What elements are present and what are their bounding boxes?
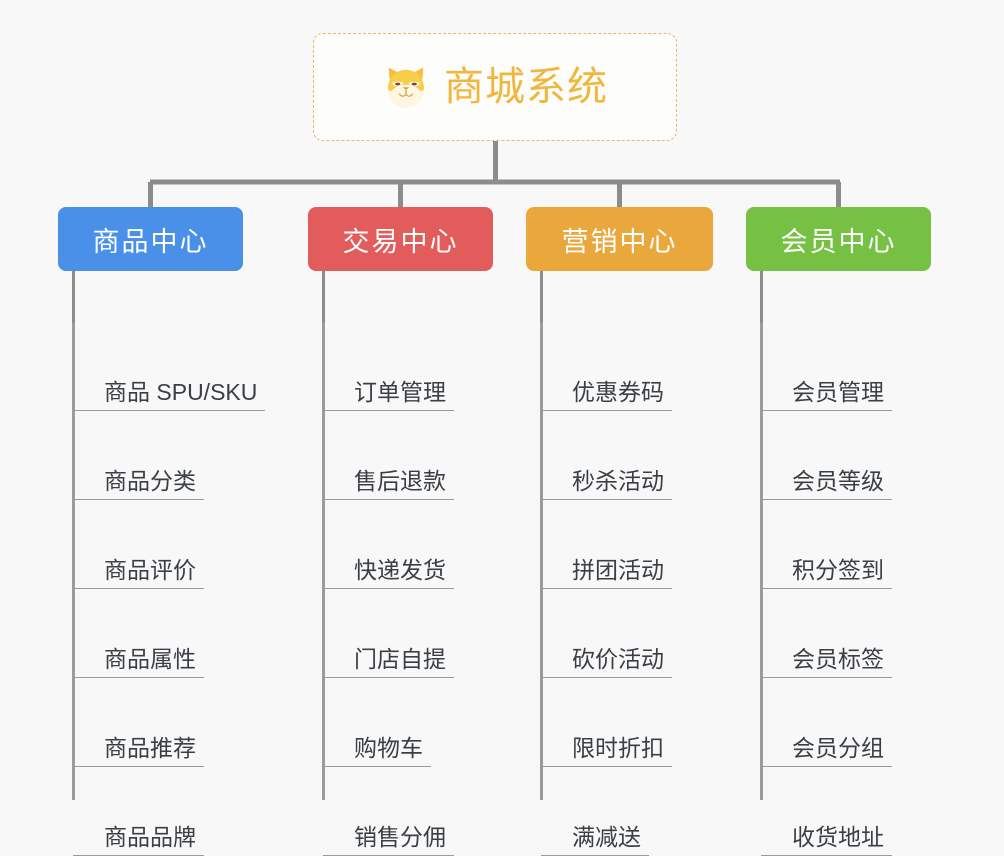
leaf-item[interactable]: 门店自提	[323, 589, 454, 678]
leaf-item[interactable]: 购物车	[323, 678, 431, 767]
leaf-item[interactable]: 满减送	[541, 767, 649, 856]
leaf-item[interactable]: 商品 SPU/SKU	[73, 322, 265, 411]
leaf-item-label: 快递发货	[354, 556, 446, 583]
shiba-dog-icon	[388, 67, 424, 108]
leaf-item[interactable]: 会员分组	[761, 678, 892, 767]
leaf-item-label: 商品评价	[104, 556, 196, 583]
leaf-item[interactable]: 拼团活动	[541, 500, 672, 589]
leaf-item-label: 会员等级	[792, 467, 884, 494]
leaf-item[interactable]: 秒杀活动	[541, 411, 672, 500]
leaf-item[interactable]: 商品品牌	[73, 767, 204, 856]
leaf-item-label: 商品推荐	[104, 734, 196, 761]
leaf-item-label: 积分签到	[792, 556, 884, 583]
leaf-item-label: 商品分类	[104, 467, 196, 494]
branch-header-1[interactable]: 交易中心	[308, 207, 493, 271]
leaf-item[interactable]: 砍价活动	[541, 589, 672, 678]
leaf-item-label: 商品品牌	[104, 823, 196, 850]
leaf-item[interactable]: 商品分类	[73, 411, 204, 500]
leaf-item-label: 拼团活动	[572, 556, 664, 583]
leaf-item[interactable]: 商品评价	[73, 500, 204, 589]
leaf-item[interactable]: 售后退款	[323, 411, 454, 500]
leaf-item-label: 限时折扣	[572, 734, 664, 761]
leaf-item[interactable]: 积分签到	[761, 500, 892, 589]
branch-column-0: 商品中心 商品 SPU/SKU 商品分类商品评价商品属性商品推荐商品品牌	[58, 207, 265, 856]
leaf-item[interactable]: 限时折扣	[541, 678, 672, 767]
leaf-item-label: 订单管理	[354, 378, 446, 405]
leaf-item-label: 购物车	[354, 734, 423, 761]
leaf-list-3: 会员管理会员等级积分签到会员标签会员分组收货地址	[761, 322, 892, 856]
leaf-item-label: 会员分组	[792, 734, 884, 761]
leaf-item[interactable]: 会员标签	[761, 589, 892, 678]
leaf-item[interactable]: 商品属性	[73, 589, 204, 678]
leaf-item-label: 满减送	[572, 823, 641, 850]
leaf-item-label: 会员管理	[792, 378, 884, 405]
leaf-item-label: 收货地址	[792, 823, 884, 850]
leaf-item[interactable]: 商品推荐	[73, 678, 204, 767]
root-node[interactable]: 商城系统	[313, 33, 677, 141]
leaf-item[interactable]: 订单管理	[323, 322, 454, 411]
leaf-list-0: 商品 SPU/SKU 商品分类商品评价商品属性商品推荐商品品牌	[73, 322, 265, 856]
branch-column-3: 会员中心 会员管理会员等级积分签到会员标签会员分组收货地址	[746, 207, 931, 856]
leaf-item[interactable]: 会员等级	[761, 411, 892, 500]
leaf-item[interactable]: 收货地址	[761, 767, 892, 856]
leaf-item-label: 销售分佣	[354, 823, 446, 850]
leaf-item[interactable]: 会员管理	[761, 322, 892, 411]
leaf-item-label: 秒杀活动	[572, 467, 664, 494]
leaf-item-label: 门店自提	[354, 645, 446, 672]
branch-column-2: 营销中心 优惠券码秒杀活动拼团活动砍价活动限时折扣满减送	[526, 207, 713, 856]
leaf-item-label: 会员标签	[792, 645, 884, 672]
branch-header-0[interactable]: 商品中心	[58, 207, 243, 271]
leaf-list-2: 优惠券码秒杀活动拼团活动砍价活动限时折扣满减送	[541, 322, 672, 856]
leaf-item-label: 售后退款	[354, 467, 446, 494]
leaf-item-label: 商品属性	[104, 645, 196, 672]
leaf-item-label: 砍价活动	[572, 645, 664, 672]
branch-header-2[interactable]: 营销中心	[526, 207, 713, 271]
branch-column-1: 交易中心 订单管理售后退款快递发货门店自提购物车销售分佣	[308, 207, 493, 856]
leaf-item-label: 商品 SPU/SKU	[104, 378, 258, 405]
root-title: 商城系统	[444, 65, 608, 109]
leaf-list-1: 订单管理售后退款快递发货门店自提购物车销售分佣	[323, 322, 454, 856]
branch-header-3[interactable]: 会员中心	[746, 207, 931, 271]
leaf-item[interactable]: 销售分佣	[323, 767, 454, 856]
leaf-item-label: 优惠券码	[572, 378, 664, 405]
leaf-item[interactable]: 快递发货	[323, 500, 454, 589]
leaf-item[interactable]: 优惠券码	[541, 322, 672, 411]
